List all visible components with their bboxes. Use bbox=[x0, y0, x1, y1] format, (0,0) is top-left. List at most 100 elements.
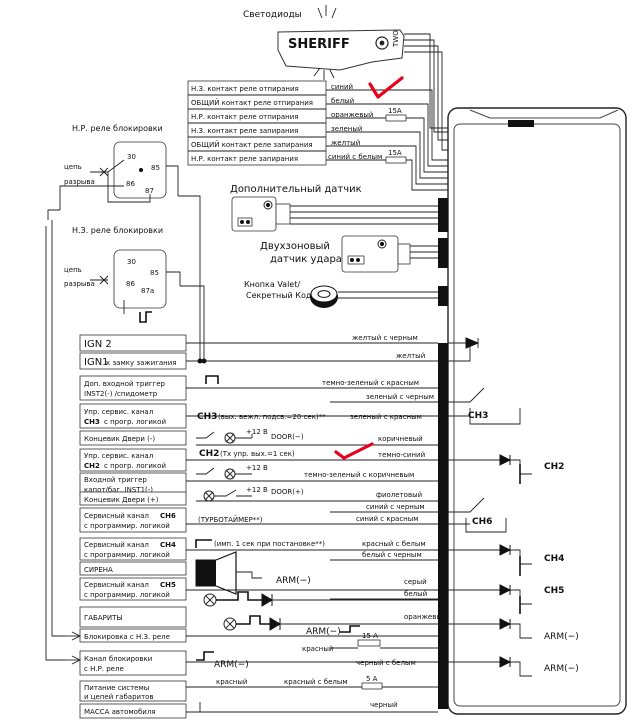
fuse-icon bbox=[361, 682, 383, 690]
svg-text:черный с белым: черный с белым bbox=[356, 659, 416, 667]
svg-text:Доп. входной триггер: Доп. входной триггер bbox=[84, 380, 166, 388]
svg-text:IGN 2: IGN 2 bbox=[84, 339, 112, 350]
svg-text:с прогр. логикой: с прогр. логикой bbox=[104, 462, 166, 470]
box-power bbox=[79, 680, 187, 702]
svg-text:СН6: СН6 bbox=[160, 512, 176, 520]
box-ground bbox=[79, 703, 187, 719]
fuse-icon bbox=[385, 114, 407, 122]
fuse-icon bbox=[385, 156, 407, 164]
svg-text:цепь: цепь bbox=[64, 163, 82, 171]
svg-text:IGN1: IGN1 bbox=[84, 357, 109, 368]
svg-text:фиолетовый: фиолетовый bbox=[376, 491, 422, 499]
contact-label: Н.Р. контакт реле запирания bbox=[191, 155, 298, 163]
svg-text:Входной триггер: Входной триггер bbox=[84, 476, 147, 484]
red-check-mark bbox=[368, 76, 404, 99]
svg-text:СН5: СН5 bbox=[544, 586, 564, 596]
svg-text:зеленый с черным: зеленый с черным bbox=[366, 393, 434, 401]
svg-text:ARM(−): ARM(−) bbox=[276, 576, 311, 586]
svg-text:темно-синий: темно-синий bbox=[378, 451, 425, 459]
svg-text:с Н.Р. реле: с Н.Р. реле bbox=[84, 665, 124, 673]
svg-text:с прогр. логикой: с прогр. логикой bbox=[104, 418, 166, 426]
svg-text:Кнопка Valet/: Кнопка Valet/ bbox=[244, 280, 300, 289]
diode-icon bbox=[261, 593, 273, 607]
svg-text:86: 86 bbox=[126, 180, 135, 188]
svg-text:87a: 87a bbox=[141, 287, 154, 295]
wire-color: оранжевый bbox=[331, 111, 373, 119]
svg-text:СН3: СН3 bbox=[468, 411, 488, 421]
svg-text:синий с черным: синий с черным bbox=[366, 503, 425, 511]
svg-text:темно-зеленый с красным: темно-зеленый с красным bbox=[322, 379, 419, 387]
svg-text:Питание системы: Питание системы bbox=[84, 684, 149, 692]
svg-text:Секретный Код: Секретный Код bbox=[246, 291, 312, 300]
svg-text:ARM(−): ARM(−) bbox=[306, 627, 341, 637]
svg-text:красный с белым: красный с белым bbox=[362, 540, 426, 548]
svg-text:темно-зеленый с коричневым: темно-зеленый с коричневым bbox=[304, 471, 414, 479]
svg-text:Блокировка с Н.З. реле: Блокировка с Н.З. реле bbox=[84, 633, 170, 641]
led-lens-icon bbox=[375, 36, 389, 50]
svg-text:цепь: цепь bbox=[64, 266, 82, 274]
svg-text:85: 85 bbox=[150, 269, 159, 277]
svg-text:датчик удара: датчик удара bbox=[270, 254, 342, 265]
alarm-main-unit bbox=[438, 107, 627, 715]
wire-color: зеленый bbox=[331, 125, 362, 133]
svg-text:СН4: СН4 bbox=[160, 541, 176, 549]
led-rays-bottom-icon bbox=[313, 67, 335, 80]
svg-text:СН2: СН2 bbox=[544, 462, 564, 472]
diode-icon bbox=[269, 617, 281, 631]
svg-text:ARM(−): ARM(−) bbox=[544, 632, 579, 642]
svg-text:белый с черным: белый с черным bbox=[362, 551, 422, 559]
svg-text:красный: красный bbox=[216, 678, 247, 686]
svg-text:30: 30 bbox=[127, 153, 136, 161]
svg-text:МАССА автомобиля: МАССА автомобиля bbox=[84, 708, 156, 716]
svg-text:+12 В: +12 В bbox=[246, 428, 268, 436]
box-door-plus bbox=[79, 491, 187, 506]
left-function-boxes: IGN 2 IGN1 к замку зажигания Доп. входно… bbox=[79, 334, 187, 719]
svg-text:СИРЕНА: СИРЕНА bbox=[84, 566, 113, 574]
pulse-icon bbox=[205, 375, 219, 384]
svg-text:разрыва: разрыва bbox=[64, 280, 95, 288]
svg-text:СН3: СН3 bbox=[197, 412, 217, 422]
svg-text:+12 В: +12 В bbox=[246, 464, 268, 472]
contact-label: Н.З. контакт реле запирания bbox=[191, 127, 298, 135]
box-ch3 bbox=[79, 403, 187, 429]
svg-text:Сервисный канал: Сервисный канал bbox=[84, 512, 149, 520]
relay-contacts-table: Н.З. контакт реле отпирания ОБЩИЙ контак… bbox=[187, 76, 448, 191]
wire-color: белый bbox=[331, 97, 354, 105]
siren-icon bbox=[195, 559, 217, 587]
svg-text:оранжевый: оранжевый bbox=[404, 613, 446, 621]
relay-nz-title: Н.З. реле блокировки bbox=[72, 226, 163, 235]
brand-name: SHERIFF bbox=[288, 37, 350, 52]
led-rays-top-icon bbox=[317, 5, 337, 19]
svg-text:Концевик Двери (-): Концевик Двери (-) bbox=[84, 435, 155, 443]
svg-text:Сервисный канал: Сервисный канал bbox=[84, 541, 149, 549]
red-check-mark bbox=[334, 442, 374, 460]
svg-text:(вых. вежл. подсв.=20 сек)**: (вых. вежл. подсв.=20 сек)** bbox=[218, 413, 326, 421]
svg-text:коричневый: коричневый bbox=[378, 435, 423, 443]
svg-text:30: 30 bbox=[127, 258, 136, 266]
led-indicator: Светодиоды SHERIFF TWO bbox=[243, 5, 448, 151]
contact-label: ОБЩИЙ контакт реле отпирания bbox=[191, 98, 313, 107]
fuse-rating: 15A bbox=[388, 149, 402, 157]
svg-text:желтый с черным: желтый с черным bbox=[352, 334, 418, 342]
svg-text:серый: серый bbox=[404, 578, 427, 586]
svg-text:15 А: 15 А bbox=[362, 632, 378, 640]
svg-text:СН2: СН2 bbox=[84, 462, 100, 470]
box-door-minus bbox=[79, 430, 187, 446]
leds-label: Светодиоды bbox=[243, 10, 302, 20]
relay-nz: Н.З. реле блокировки 30 85 86 87a цепь р… bbox=[45, 209, 205, 661]
svg-text:(Тх упр. вых.=1 сек): (Тх упр. вых.=1 сек) bbox=[220, 450, 295, 458]
shock-sensor: Двухзоновый датчик удара bbox=[260, 235, 438, 273]
wire-color: синий bbox=[331, 83, 353, 91]
box-inst2 bbox=[79, 375, 187, 401]
extra-sensor: Дополнительный датчик bbox=[230, 184, 438, 232]
svg-text:белый: белый bbox=[404, 590, 427, 598]
contact-label: Н.З. контакт реле отпирания bbox=[191, 85, 299, 93]
svg-text:зеленый с красным: зеленый с красным bbox=[350, 413, 422, 421]
svg-text:СН4: СН4 bbox=[544, 554, 564, 564]
svg-text:синий с красным: синий с красным bbox=[356, 515, 419, 523]
svg-text:черный: черный bbox=[370, 701, 398, 709]
svg-text:INST2(-) /спидометр: INST2(-) /спидометр bbox=[84, 390, 158, 398]
svg-text:к замку зажигания: к замку зажигания bbox=[106, 359, 177, 367]
relay-nr-title: Н.Р. реле блокировки bbox=[72, 124, 163, 133]
